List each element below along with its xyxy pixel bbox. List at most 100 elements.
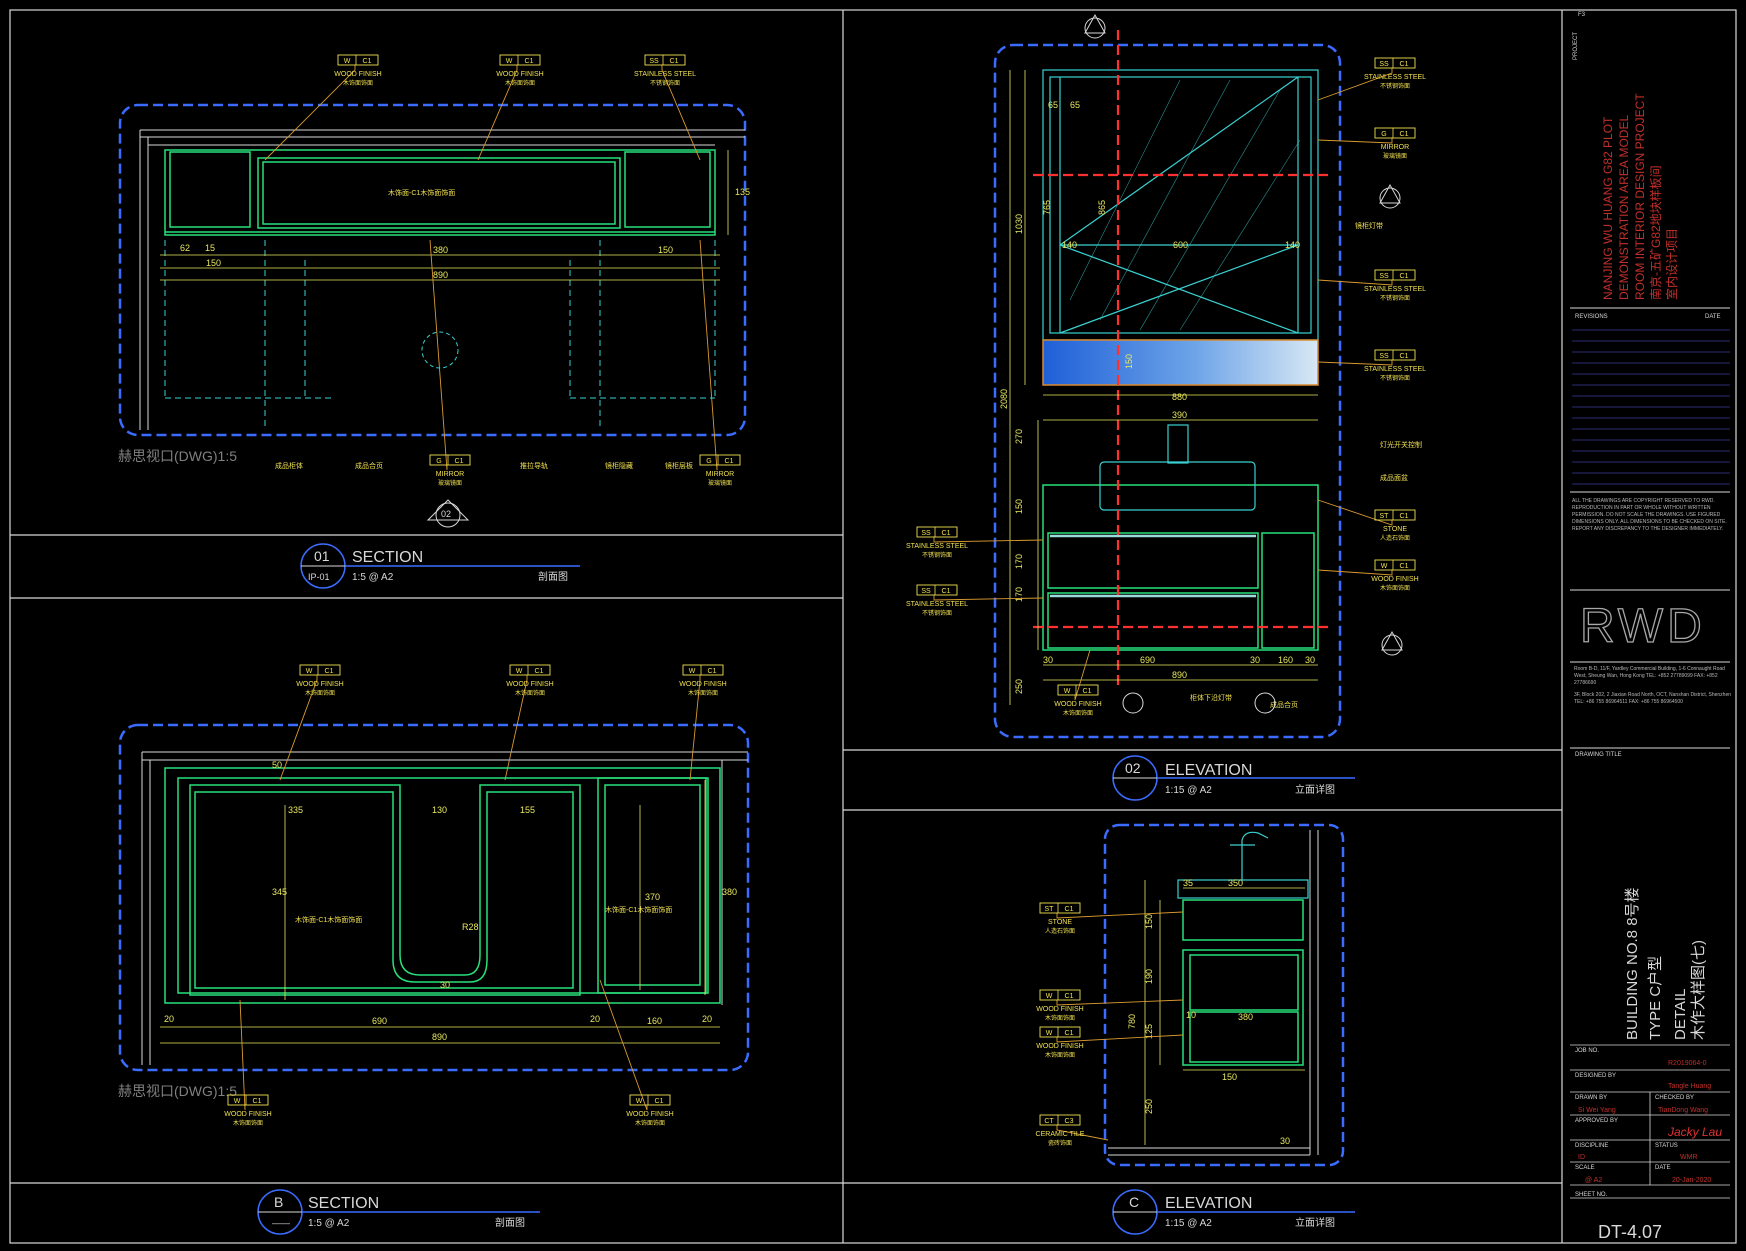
tag-code: W (1046, 993, 1053, 1000)
tag-code: W (689, 668, 696, 675)
section-01-note: 成品合页 (355, 461, 383, 470)
tag-number: C1 (1065, 993, 1074, 1000)
approved-signature: Jacky Lau (1667, 1125, 1722, 1139)
tag-label-cn: 不锈钢饰面 (922, 609, 952, 617)
dim-label: 150 (1144, 914, 1154, 929)
sheet-no-label: SHEET NO. (1575, 1192, 1608, 1198)
tag-label: STONE (1383, 526, 1407, 533)
tag-number: C1 (1065, 906, 1074, 913)
view-title-cn: 立面详图 (1295, 783, 1335, 796)
section-01-dimensions: 62 15 150 380 150 890 135 (180, 187, 750, 280)
section-marker-02: 02 (426, 499, 470, 528)
viewport-note: 赫思视口(DWG)1:5 (118, 448, 237, 464)
sheet-number: DT-4.07 (1598, 1222, 1662, 1242)
dim-label: 890 (433, 270, 448, 280)
tag-label-cn: 玻璃镜面 (1383, 152, 1407, 160)
tag-label: WOOD FINISH (626, 1111, 673, 1118)
view-sheet: IP-01 (308, 572, 330, 582)
tag-label-cn: 木饰面饰面 (1063, 709, 1093, 717)
dim-label: 690 (372, 1016, 387, 1026)
tag-label: WOOD FINISH (1054, 701, 1101, 708)
status-label: STATUS (1655, 1143, 1678, 1149)
tag-number: C1 (325, 668, 334, 675)
tag-number: C1 (670, 58, 679, 65)
tag-label: WOOD FINISH (1371, 576, 1418, 583)
scale-label: SCALE (1575, 1165, 1595, 1171)
dim-label: 20 (702, 1014, 712, 1024)
tag-label: WOOD FINISH (224, 1111, 271, 1118)
tag-number: C1 (455, 458, 464, 465)
tag-label-cn: 木饰面饰面 (1045, 1014, 1075, 1022)
view-scale: 1:5 @ A2 (308, 1218, 350, 1229)
dim-label: 30 (440, 980, 450, 990)
dim-label: 150 (206, 258, 221, 268)
dim-label: 65 (1070, 100, 1080, 110)
dim-label: 865 (1097, 200, 1107, 215)
tag-code: W (1046, 1030, 1053, 1037)
date-value: 20-Jan-2020 (1672, 1177, 1711, 1184)
tag-number: C1 (1400, 513, 1409, 520)
view-title: ELEVATION (1165, 762, 1252, 779)
drawn-by: Si Wei Yang (1578, 1107, 1616, 1114)
tag-label-cn: 不锈钢饰面 (1380, 294, 1410, 302)
tag-label-cn: 木饰面饰面 (343, 79, 373, 87)
tag-label: WOOD FINISH (496, 71, 543, 78)
view-scale: 1:5 @ A2 (352, 572, 394, 583)
tag-label-cn: 木饰面饰面 (505, 79, 535, 87)
dim-label: 15 (205, 243, 215, 253)
tag-label: MIRROR (706, 471, 734, 478)
revisions-label: REVISIONS (1575, 314, 1608, 320)
tag-label: STAINLESS STEEL (634, 71, 696, 78)
view-title-b: B —— SECTION 1:5 @ A2 剖面图 (257, 1189, 540, 1235)
project-line: DEMONSTRATION AREA MODEL (1617, 115, 1631, 300)
tag-label: STAINLESS STEEL (1364, 74, 1426, 81)
dim-label: 250 (1144, 1099, 1154, 1114)
tag-number: C1 (942, 588, 951, 595)
tag-code: W (506, 58, 513, 65)
dim-label: 170 (1014, 554, 1024, 569)
dim-label: 380 (433, 245, 448, 255)
tag-label-cn: 木饰面饰面 (305, 689, 335, 697)
dim-label: 370 (645, 892, 660, 902)
view-sheet: —— (272, 1218, 290, 1228)
section-b-drawing: 50 335 130 155 345 370 380 R28 30 20 690… (118, 723, 750, 1099)
tag-code: SS (1379, 273, 1389, 280)
view-title-02: 02 ELEVATION 1:15 @ A2 立面详图 (1112, 755, 1355, 801)
tag-code: W (1381, 563, 1388, 570)
dim-label: 65 (1048, 100, 1058, 110)
tag-label-cn: 木饰面饰面 (515, 689, 545, 697)
tag-code: SS (921, 530, 931, 537)
dim-label: 155 (520, 805, 535, 815)
dim-label: 390 (1172, 410, 1187, 420)
elevation-c-drawing: 35 350 150 190 780 125 10 380 150 250 30 (1103, 823, 1345, 1167)
section-01-note: 成品柜体 (275, 461, 303, 470)
tag-code: W (344, 58, 351, 65)
elevation-02-note: 成品面盆 (1380, 473, 1408, 482)
project-name: NANJING WU HUANG G82 PLOT DEMONSTRATION … (1601, 93, 1679, 300)
tag-label-cn: 瓷砖饰面 (1048, 1139, 1072, 1147)
tag-label-cn: 木饰面饰面 (233, 1119, 263, 1127)
dim-label: 170 (1014, 587, 1024, 602)
svg-text:02: 02 (441, 509, 451, 519)
elevation-c-dimensions: 35 350 150 190 780 125 10 380 150 250 30 (1127, 878, 1290, 1146)
section-01-note: 木饰面-C1木饰面饰面 (388, 188, 455, 197)
tag-code: SS (921, 588, 931, 595)
dim-label: 380 (722, 887, 737, 897)
dim-label: 135 (735, 187, 750, 197)
tag-number: C1 (1400, 273, 1409, 280)
dim-label: 30 (1305, 655, 1315, 665)
tag-code: W (1064, 688, 1071, 695)
view-title: SECTION (308, 1195, 379, 1212)
dim-label: 1030 (1014, 214, 1024, 234)
tag-label: WOOD FINISH (1036, 1006, 1083, 1013)
elevation-02-note: 镜柜灯带 (1355, 221, 1383, 230)
